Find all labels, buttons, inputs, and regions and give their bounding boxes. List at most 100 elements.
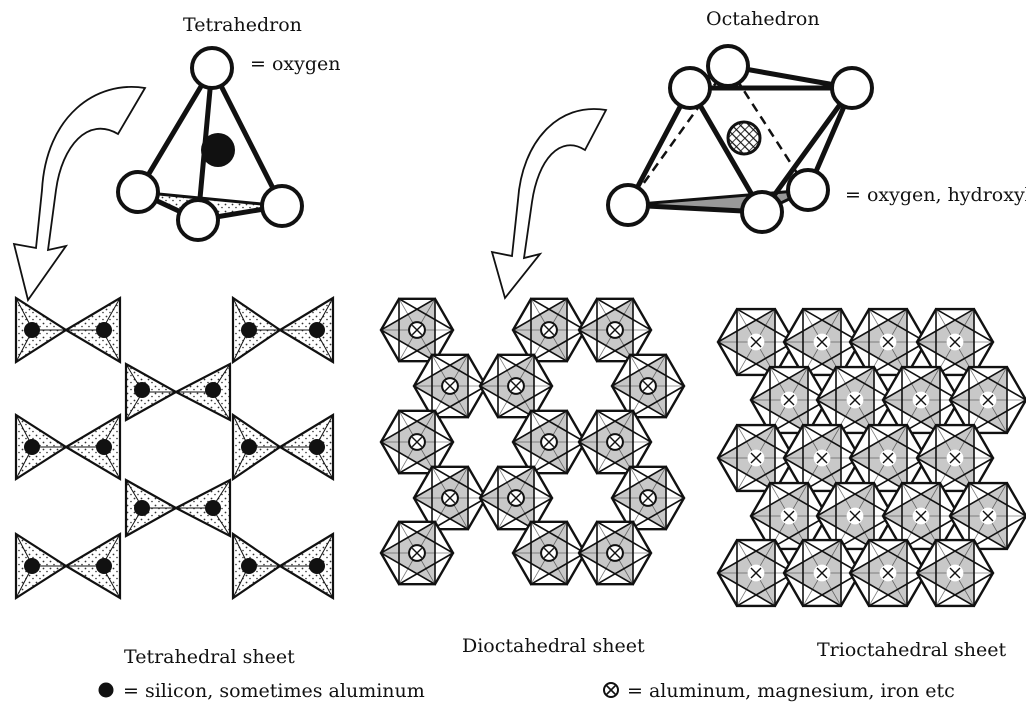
- cation-cross: [915, 510, 927, 522]
- cation-cross: [750, 336, 762, 348]
- silicon-atom: [201, 133, 235, 167]
- cation-cross: [609, 547, 621, 559]
- octahedron-model: Octahedron = oxygen, hydroxyl: [490, 8, 1026, 300]
- octahedron-unit: [948, 365, 1026, 435]
- cation-cross: [982, 394, 994, 406]
- dioctahedral-sheet-label: Dioctahedral sheet: [462, 635, 645, 657]
- silicon-atom: [205, 500, 221, 516]
- octahedron-unit: [848, 423, 928, 493]
- tetrahedron-unit: [63, 532, 122, 600]
- cation-cross: [949, 452, 961, 464]
- octahedron-unit: [815, 481, 895, 551]
- tetrahedron-unit: [173, 362, 232, 422]
- cation-cross: [510, 492, 522, 504]
- octahedron-unit: [815, 365, 895, 435]
- cation-cross: [609, 436, 621, 448]
- cation-cross: [816, 452, 828, 464]
- curved-arrow-icon: [490, 108, 608, 300]
- tetrahedron-unit: [277, 532, 335, 600]
- curved-arrow-icon: [12, 86, 147, 303]
- silicon-legend-icon: [98, 682, 114, 698]
- octahedron-unit: [948, 481, 1026, 551]
- cation-legend-icon: [603, 682, 619, 698]
- cation-cross: [849, 394, 861, 406]
- silicon-atom: [24, 322, 40, 338]
- dioctahedral-sheet: [379, 297, 686, 586]
- tetrahedron-unit: [63, 296, 122, 364]
- silicon-atom: [96, 439, 112, 455]
- cation-cross: [750, 452, 762, 464]
- octahedron-title: Octahedron: [706, 8, 820, 30]
- trioctahedral-sheet-label: Trioctahedral sheet: [817, 639, 1007, 661]
- silicon-atom: [134, 382, 150, 398]
- cation-cross: [915, 394, 927, 406]
- oxygen-atom: [830, 66, 874, 110]
- octahedron-unit: [915, 538, 995, 608]
- octahedron-oxygen-legend: = oxygen, hydroxyl: [845, 184, 1026, 206]
- cation-cross: [949, 567, 961, 579]
- tetrahedron-edge: [209, 65, 285, 209]
- octahedron-edge: [759, 85, 855, 215]
- cation-cross: [510, 380, 522, 392]
- octahedron-edge: [625, 202, 765, 215]
- oxygen-atom: [176, 198, 220, 242]
- octahedron-unit: [881, 365, 961, 435]
- cation-cross: [882, 452, 894, 464]
- cation-cross: [642, 380, 654, 392]
- cation-cross: [949, 336, 961, 348]
- octahedron-edge: [625, 85, 693, 208]
- tetrahedron-unit: [14, 412, 69, 482]
- cation-cross: [543, 436, 555, 448]
- tetrahedral-sheet: [14, 295, 335, 601]
- cation-cross: [882, 336, 894, 348]
- cation-cross: [750, 567, 762, 579]
- silicon-atom: [24, 558, 40, 574]
- cation-cross: [609, 324, 621, 336]
- cation-cross: [783, 394, 795, 406]
- cation-cross: [882, 567, 894, 579]
- tetrahedron-oxygen-legend: = oxygen: [250, 53, 341, 75]
- octahedron-unit: [379, 409, 455, 475]
- cation-cross: [411, 547, 423, 559]
- tetrahedron-unit: [277, 413, 335, 481]
- oxygen-atom: [190, 46, 234, 90]
- silicon-atom: [309, 558, 325, 574]
- octahedron-unit: [716, 423, 796, 493]
- oxygen-atom: [116, 170, 160, 214]
- octahedron-unit: [577, 409, 653, 475]
- octahedron-unit: [577, 520, 653, 586]
- tetrahedron-model: Tetrahedron = oxygen: [12, 14, 341, 303]
- octahedron-unit: [915, 307, 995, 377]
- silicon-atom: [205, 382, 221, 398]
- octahedron-unit: [610, 465, 686, 531]
- oxygen-atom: [668, 66, 712, 110]
- oxygen-atom: [260, 184, 304, 228]
- tetrahedron-unit: [231, 531, 282, 601]
- trioctahedral-sheet: [716, 307, 1026, 608]
- octahedron-hidden-edge: [626, 65, 730, 206]
- silicon-atom: [96, 322, 112, 338]
- tetrahedron-unit: [124, 362, 179, 422]
- octahedron-edge: [687, 85, 765, 215]
- cation-cross: [444, 492, 456, 504]
- cation-cross: [411, 324, 423, 336]
- cation-cross: [982, 510, 994, 522]
- silicon-atom: [241, 439, 257, 455]
- octahedron-unit: [511, 297, 587, 363]
- tetrahedron-unit: [14, 531, 69, 601]
- cation-cross: [642, 492, 654, 504]
- metal-cation-atom: [726, 120, 762, 156]
- cation-cross: [444, 380, 456, 392]
- tetrahedral-sheet-label: Tetrahedral sheet: [124, 646, 295, 668]
- oxygen-atom: [786, 168, 830, 212]
- tetrahedron-unit: [277, 296, 335, 364]
- octahedron-unit: [379, 520, 455, 586]
- tetrahedron-unit: [124, 478, 179, 538]
- cation-cross: [816, 567, 828, 579]
- octahedron-unit: [610, 353, 686, 419]
- silicon-atom: [309, 439, 325, 455]
- cation-cross: [543, 324, 555, 336]
- silicon-atom: [241, 322, 257, 338]
- octahedron-unit: [412, 465, 488, 531]
